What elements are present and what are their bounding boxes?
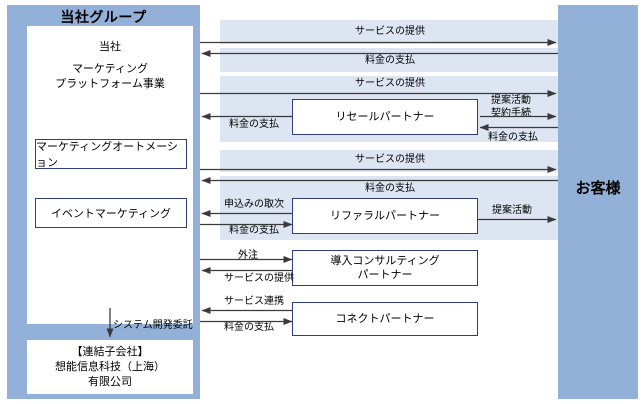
label-referral-payment: 料金の支払 <box>365 183 415 194</box>
subsidiary-box[interactable]: 【連結子会社】 想能信息科技（上海） 有限公司 <box>27 340 193 394</box>
platform-business-line1: マーケティング <box>71 63 149 75</box>
label-direct-service: サービスの提供 <box>355 26 425 37</box>
label-connect-link: サービス連携 <box>224 296 284 307</box>
label-referral-fee: 料金の支払 <box>229 225 279 236</box>
partner-box-connect[interactable]: コネクトパートナー <box>292 302 478 336</box>
company-label: 当社 <box>99 41 121 53</box>
partner-consulting-line2: パートナー <box>357 269 413 281</box>
label-resale-proposal-line1: 提案活動 <box>491 95 531 106</box>
label-referral-service: サービスの提供 <box>355 154 425 165</box>
label-resale-payment: 料金の支払 <box>229 119 279 130</box>
label-resale-customer-payment: 料金の支払 <box>488 132 538 143</box>
flow-band-3a <box>220 150 558 172</box>
label-consulting-outsource: 外注 <box>238 250 258 261</box>
label-system-development-outsourcing: システム開発委託 <box>113 320 193 331</box>
company-group-inner-box <box>27 26 193 324</box>
label-referral-intake: 申込みの取次 <box>224 199 284 210</box>
subsidiary-line1: 【連結子会社】 <box>71 345 149 358</box>
subsidiary-line2: 想能信息科技（上海） <box>55 360 165 373</box>
customer-panel <box>558 5 638 399</box>
partner-consulting-line1: 導入コンサルティング <box>330 255 440 267</box>
label-connect-payment: 料金の支払 <box>224 322 274 333</box>
platform-business-label: マーケティング プラットフォーム事業 <box>27 62 193 92</box>
partner-box-referral[interactable]: リファラルパートナー <box>292 198 478 234</box>
subsidiary-line3: 有限公司 <box>88 375 132 388</box>
company-group-title: 当社グループ <box>60 9 147 25</box>
label-consulting-service: サービスの提供 <box>224 273 294 284</box>
label-referral-proposal: 提案活動 <box>492 205 532 216</box>
flow-band-1b <box>220 48 558 72</box>
flow-band-1a <box>220 20 558 44</box>
customer-label: お客様 <box>575 179 621 197</box>
partner-box-consulting[interactable]: 導入コンサルティング パートナー <box>292 250 478 286</box>
platform-business-line2: プラットフォーム事業 <box>55 78 165 90</box>
unit-marketing-automation[interactable]: マーケティングオートメーション <box>35 139 187 169</box>
label-direct-payment: 料金の支払 <box>365 55 415 66</box>
unit-event-marketing[interactable]: イベントマーケティング <box>35 198 187 228</box>
label-resale-contract-line2: 契約手続 <box>491 108 531 119</box>
partner-box-resale[interactable]: リセールパートナー <box>292 99 478 135</box>
label-resale-service: サービスの提供 <box>355 78 425 89</box>
